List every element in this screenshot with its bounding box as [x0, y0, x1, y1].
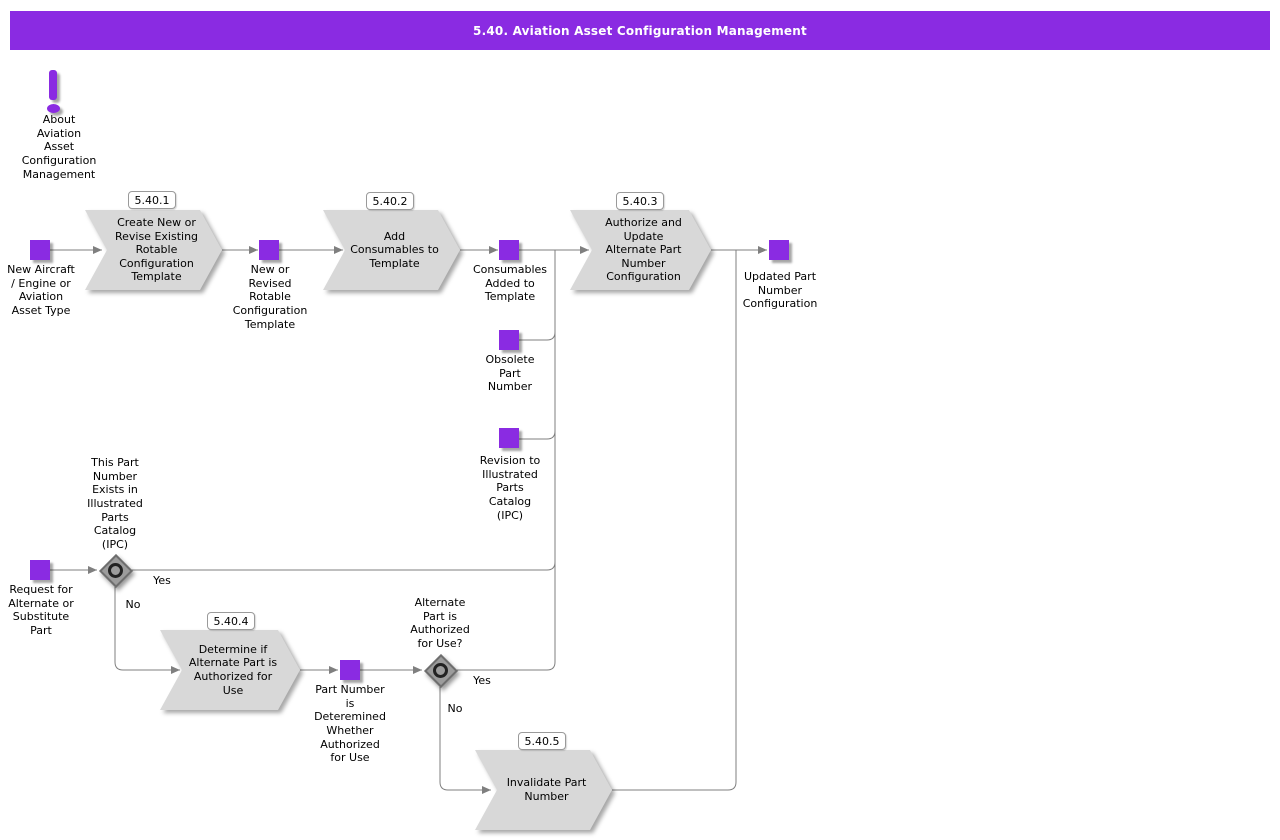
gateway-part-exists-ipc — [99, 554, 133, 588]
gateway-circle-icon — [432, 662, 448, 678]
gateway-part-authorized — [424, 654, 458, 688]
process-tag-5403: 5.40.3 — [616, 192, 664, 210]
event-updated-part-number[interactable] — [769, 240, 789, 260]
process-tag-5405: 5.40.5 — [518, 732, 566, 750]
process-invalidate-part-number[interactable]: Invalidate Part Number — [475, 750, 612, 830]
process-label: Invalidate Part Number — [506, 776, 587, 803]
process-label: Add Consumables to Template — [350, 229, 439, 270]
process-label: Authorize and Update Alternate Part Numb… — [605, 215, 682, 284]
exclamation-bar — [49, 70, 57, 100]
process-authorize-update-alternate[interactable]: Authorize and Update Alternate Part Numb… — [570, 210, 711, 290]
process-determine-authorized[interactable]: Determine if Alternate Part is Authorize… — [160, 630, 300, 710]
event-part-number-determined[interactable] — [340, 660, 360, 680]
title-bar: 5.40. Aviation Asset Configuration Manag… — [10, 11, 1270, 50]
event-new-or-revised-template[interactable] — [259, 240, 279, 260]
exclamation-dot — [47, 104, 60, 113]
gateway-circle-icon — [107, 562, 123, 578]
process-create-rotable-template[interactable]: Create New or Revise Existing Rotable Co… — [85, 210, 222, 290]
process-label: Create New or Revise Existing Rotable Co… — [114, 215, 199, 284]
event-obsolete-part-number[interactable] — [499, 330, 519, 350]
event-revision-ipc[interactable] — [499, 428, 519, 448]
process-add-consumables[interactable]: Add Consumables to Template — [323, 210, 460, 290]
event-consumables-added[interactable] — [499, 240, 519, 260]
exclamation-icon[interactable] — [44, 68, 68, 116]
process-label: Determine if Alternate Part is Authorize… — [188, 642, 278, 697]
event-request-alternate[interactable] — [30, 560, 50, 580]
process-tag-5401: 5.40.1 — [128, 191, 176, 209]
process-tag-5404: 5.40.4 — [207, 612, 255, 630]
process-tag-5402: 5.40.2 — [366, 192, 414, 210]
event-new-aircraft[interactable] — [30, 240, 50, 260]
page-title: 5.40. Aviation Asset Configuration Manag… — [473, 23, 807, 38]
